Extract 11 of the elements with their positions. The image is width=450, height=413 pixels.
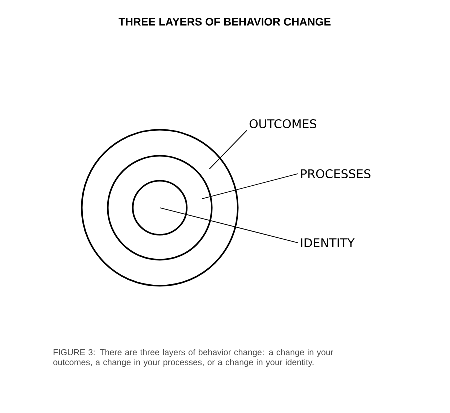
caption: FIGURE 3: There are three layers of behavior change: a change in your outcomes, a change in your processes, or a change in your identity. bbox=[54, 349, 334, 368]
title: THREE LAYERS OF BEHAVIOR CHANGE bbox=[118, 18, 331, 26]
leader-line bbox=[209, 130, 248, 170]
layer-label: OUTCOMES bbox=[250, 119, 317, 129]
ring bbox=[81, 129, 239, 287]
ring bbox=[132, 180, 188, 236]
ring bbox=[107, 155, 213, 261]
layer-label: PROCESSES bbox=[301, 169, 371, 179]
leader-line bbox=[160, 208, 298, 244]
leader-line bbox=[202, 174, 298, 200]
layer-label: IDENTITY bbox=[301, 238, 355, 248]
